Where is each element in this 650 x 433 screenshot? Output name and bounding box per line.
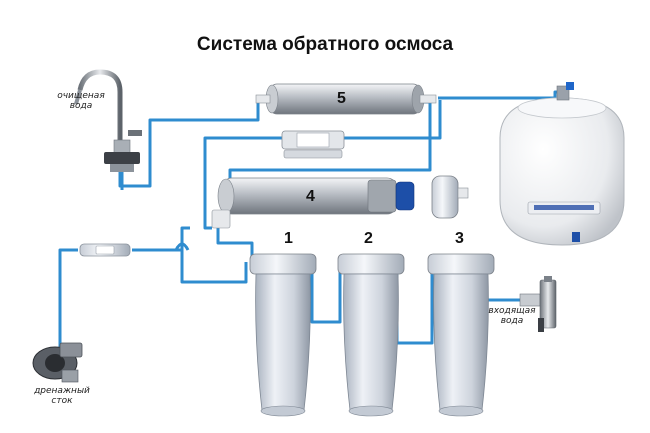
- inlet-label-line1: входящая: [488, 306, 536, 316]
- membrane-housing-4: [211, 175, 469, 229]
- pipe-5-to-tank: [438, 90, 564, 100]
- prefilter-housing-2: [337, 253, 405, 417]
- prefilter-housing-1: [249, 253, 317, 417]
- drain-label-line2: сток: [51, 396, 73, 406]
- fitting-block: [281, 130, 345, 159]
- drain-label: дренажный сток: [30, 386, 94, 406]
- faucet-label-line1: очищеная: [57, 91, 105, 101]
- faucet-label: очищеная вода: [50, 91, 112, 111]
- stage-label-1: 1: [284, 230, 293, 247]
- drain-pipe: [180, 226, 248, 284]
- inlet-label-line2: вода: [500, 316, 524, 326]
- stage-label-2: 2: [364, 230, 373, 247]
- drain-label-line1: дренажный: [34, 386, 90, 396]
- pipe-5-to-faucet: [118, 96, 268, 188]
- faucet-label-line2: вода: [69, 101, 93, 111]
- pipe-2-to-1: [310, 262, 342, 324]
- flow-restrictor: [79, 243, 131, 257]
- storage-tank: [499, 82, 625, 246]
- prefilter-housing-3: [427, 253, 495, 417]
- stage-label-5: 5: [337, 90, 346, 107]
- inlet-label: входящая вода: [484, 306, 540, 326]
- pipe-3-to-2: [395, 262, 434, 345]
- diagram-title: Система обратного осмоса: [196, 34, 454, 55]
- drain-saddle: [32, 342, 83, 383]
- stage-label-3: 3: [455, 230, 464, 247]
- faucet: [74, 69, 142, 172]
- stage-label-4: 4: [306, 188, 315, 205]
- inlet-valve: [519, 276, 557, 332]
- post-filter-5: [255, 83, 437, 115]
- pipe-fitting-loop: [203, 136, 290, 230]
